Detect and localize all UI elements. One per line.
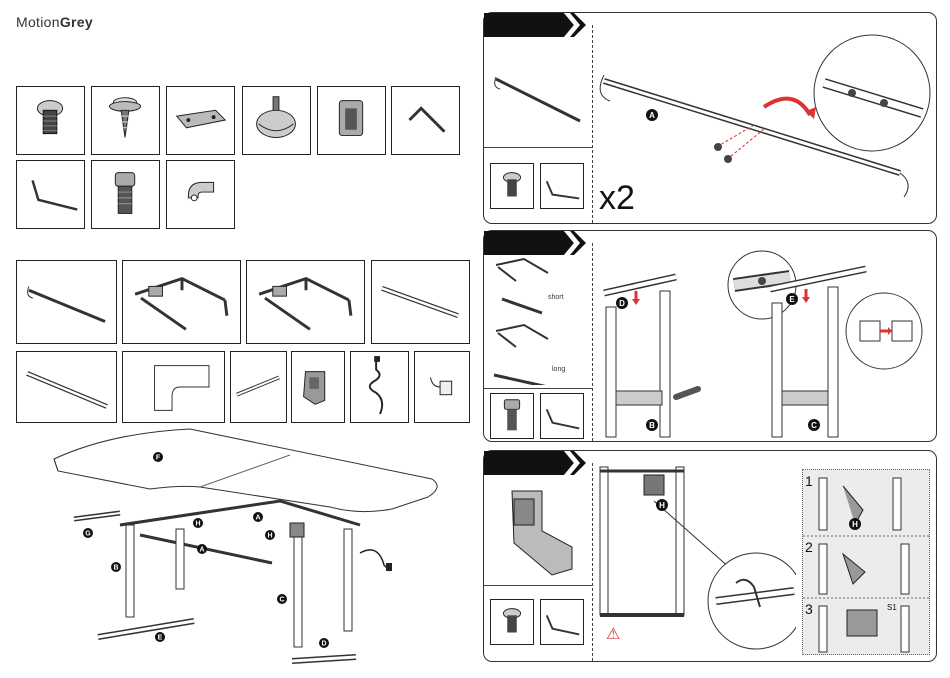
step-2-label-c: C xyxy=(811,421,817,430)
step-1-allen-key-icon xyxy=(540,163,584,209)
brand-logo: MotionGrey xyxy=(16,14,93,30)
l-shaped-desktop-icon xyxy=(122,351,225,423)
step-3-panel: ⚠ H 1 2 3 S1 H xyxy=(483,450,937,662)
brand-prefix: Motion xyxy=(16,14,60,30)
step-2-label-e: E xyxy=(789,295,795,304)
warning-icon: ⚠ xyxy=(606,626,620,643)
assembly-overview: F G H A H A B C D E xyxy=(40,425,450,673)
step-3-sub-steps: 1 2 3 S1 H xyxy=(802,469,930,655)
overview-label-h-2: H xyxy=(267,533,272,540)
crossbar-icon xyxy=(371,260,470,344)
leg-frame-right-icon xyxy=(246,260,365,344)
sub-step-2-number: 2 xyxy=(805,539,813,555)
overview-label-e: E xyxy=(158,635,163,642)
step-2-part-preview: short long xyxy=(488,255,588,385)
step-3-control-box-preview xyxy=(494,479,584,579)
leveling-foot-icon xyxy=(242,86,311,155)
small-allen-key-icon xyxy=(16,160,85,229)
step-2-label-d: D xyxy=(619,299,625,308)
side-bracket-beam-icon xyxy=(16,260,117,344)
step-2-illustration: D E B C xyxy=(596,241,936,441)
overview-label-d: D xyxy=(321,641,326,648)
control-box-icon xyxy=(291,351,345,423)
step-2-banner xyxy=(484,231,594,255)
leg-frame-left-icon xyxy=(122,260,241,344)
overview-label-c: C xyxy=(279,597,284,604)
flange-screw-icon xyxy=(91,86,160,155)
step-2-panel: short long xyxy=(483,230,937,442)
step-3-bolt-icon xyxy=(490,599,534,645)
step-3-label-h: H xyxy=(659,501,665,510)
step-1-part-preview xyxy=(488,65,588,135)
step-3-illustration: ⚠ H xyxy=(596,461,796,661)
step-3-allen-key-icon xyxy=(540,599,584,645)
step-3-banner xyxy=(484,451,594,475)
long-crossbar-icon xyxy=(16,351,117,423)
sub-step-1-number: 1 xyxy=(805,473,813,489)
step-1-bolt-icon xyxy=(490,163,534,209)
adapter-icon xyxy=(414,351,470,423)
sub-step-label-h: H xyxy=(852,520,858,529)
short-bar-icon xyxy=(230,351,287,423)
step-1-panel: x2 A xyxy=(483,12,937,224)
step-2-bolt-icon xyxy=(490,393,534,439)
step-1-illustration: A xyxy=(594,33,934,221)
sub-step-3-number: 3 xyxy=(805,601,813,617)
overview-label-a-2: A xyxy=(199,547,204,554)
socket-cap-bolt-icon xyxy=(91,160,160,229)
switch-label: S1 xyxy=(887,603,897,612)
brand-suffix: Grey xyxy=(60,14,93,30)
overview-label-f: F xyxy=(156,455,161,462)
step-1-label-a: A xyxy=(649,111,655,120)
step-2-short-label: short xyxy=(548,294,564,301)
step-1-banner xyxy=(484,13,594,37)
overview-label-a-1: A xyxy=(255,515,260,522)
cable-tie-mount-icon xyxy=(166,160,235,229)
mounting-plate-icon xyxy=(166,86,235,155)
step-2-allen-key-icon xyxy=(540,393,584,439)
power-cord-icon xyxy=(350,351,409,423)
allen-key-icon xyxy=(391,86,460,155)
button-head-bolt-icon xyxy=(16,86,85,155)
overview-label-h-1: H xyxy=(195,521,200,528)
cable-clip-icon xyxy=(317,86,386,155)
step-2-label-b: B xyxy=(649,421,655,430)
step-2-long-label: long xyxy=(552,366,565,373)
overview-label-g: G xyxy=(85,531,91,538)
overview-label-b: B xyxy=(113,565,118,572)
